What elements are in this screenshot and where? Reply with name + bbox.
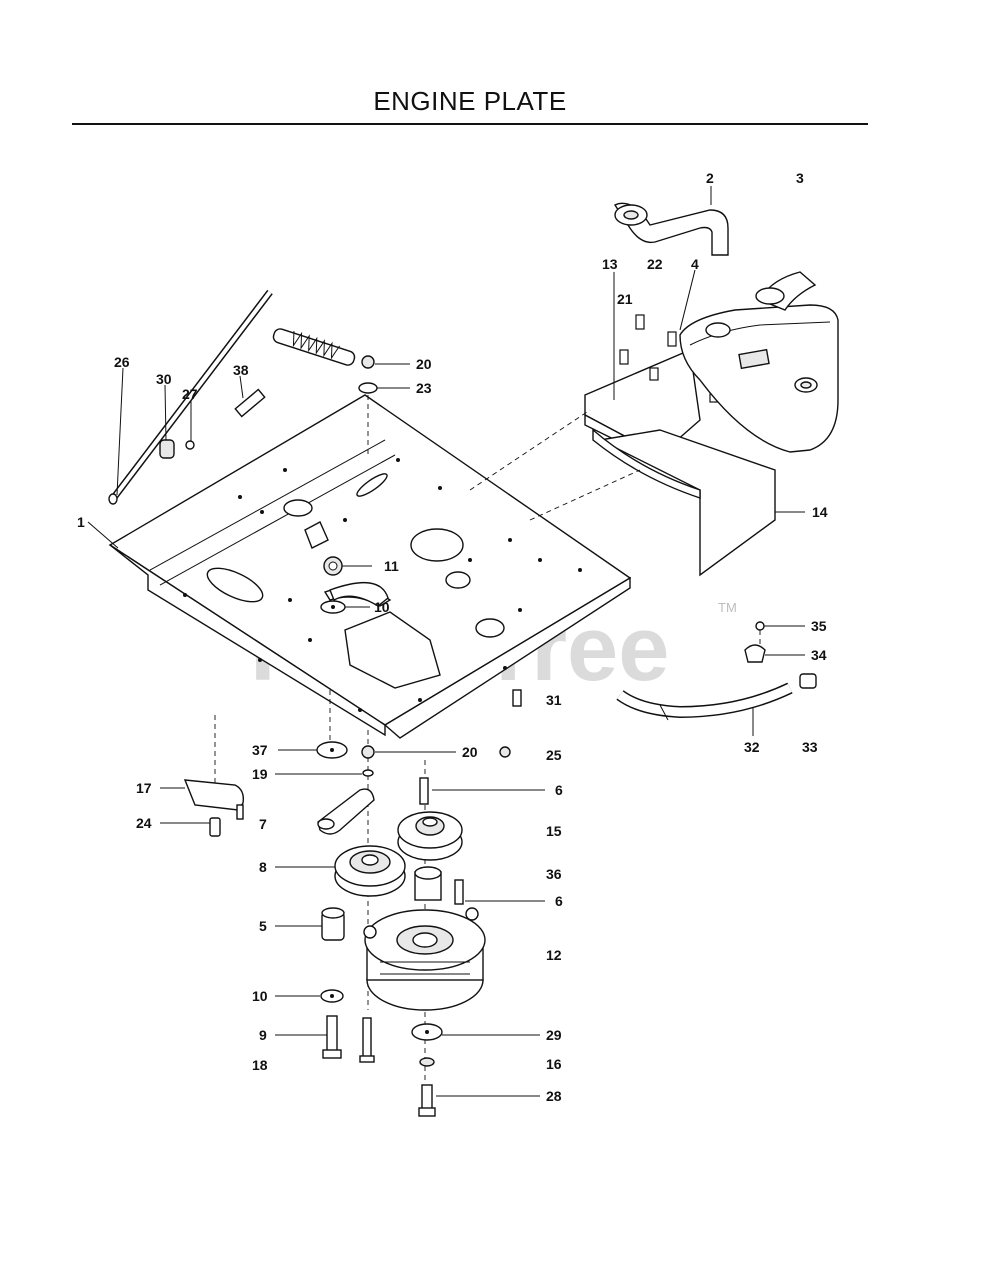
hose-fitting-33[interactable] xyxy=(799,673,817,689)
callout-33: 33 xyxy=(802,739,818,755)
callout-6-bottom: 6 xyxy=(555,893,563,909)
bolt-9[interactable] xyxy=(322,1015,342,1059)
washer-23[interactable] xyxy=(358,382,378,394)
shaft-38[interactable] xyxy=(234,388,266,418)
fuel-hose[interactable] xyxy=(616,682,793,721)
bolt-21a[interactable] xyxy=(635,314,645,330)
callout-12: 12 xyxy=(546,947,562,963)
idler-arm[interactable] xyxy=(329,581,389,607)
callout-11: 11 xyxy=(384,558,399,574)
callout-8: 8 xyxy=(259,859,267,875)
callout-24: 24 xyxy=(136,815,152,831)
nut-20-bottom[interactable] xyxy=(361,745,375,759)
washer-19[interactable] xyxy=(362,769,374,777)
callout-28: 28 xyxy=(546,1088,562,1104)
pivot-rod[interactable] xyxy=(108,289,273,505)
bolt-21b[interactable] xyxy=(619,349,629,365)
callout-23: 23 xyxy=(416,380,432,396)
callout-34: 34 xyxy=(811,647,827,663)
callout-6-top: 6 xyxy=(555,782,563,798)
screw-35[interactable] xyxy=(755,621,765,631)
callout-35: 35 xyxy=(811,618,827,634)
callout-38: 38 xyxy=(233,362,249,378)
callout-15: 15 xyxy=(546,823,562,839)
engine-plate[interactable] xyxy=(108,394,632,739)
pin-24[interactable] xyxy=(209,817,221,837)
pto-clutch-12[interactable] xyxy=(363,907,486,1011)
callout-30: 30 xyxy=(156,371,172,387)
bracket-17[interactable] xyxy=(183,779,245,820)
callout-25: 25 xyxy=(546,747,562,763)
callout-20-bottom: 20 xyxy=(462,744,478,760)
key-6-bottom[interactable] xyxy=(454,879,464,905)
callout-32: 32 xyxy=(744,739,760,755)
tension-spring[interactable] xyxy=(272,327,356,366)
callout-17: 17 xyxy=(136,780,152,796)
handle-knob[interactable] xyxy=(159,439,175,459)
bushing-36[interactable] xyxy=(414,866,442,901)
muffler-elbow[interactable] xyxy=(755,271,817,311)
callout-3: 3 xyxy=(796,170,804,186)
bolt-31[interactable] xyxy=(512,689,522,707)
callout-16: 16 xyxy=(546,1056,562,1072)
watermark-tm: TM xyxy=(718,600,737,615)
washer-29[interactable] xyxy=(411,1023,443,1041)
clamp-34[interactable] xyxy=(744,644,766,663)
callout-10-top: 10 xyxy=(374,599,390,615)
callout-18: 18 xyxy=(252,1057,268,1073)
page-title: ENGINE PLATE xyxy=(373,86,567,116)
spacer-5[interactable] xyxy=(321,907,345,941)
washer-10-top[interactable] xyxy=(320,600,346,614)
callout-9: 9 xyxy=(259,1027,267,1043)
callout-31: 31 xyxy=(546,692,562,708)
callout-2: 2 xyxy=(706,170,714,186)
callout-5: 5 xyxy=(259,918,267,934)
callout-21: 21 xyxy=(617,291,633,307)
nut-11[interactable] xyxy=(323,556,343,576)
callout-1: 1 xyxy=(77,514,85,530)
callout-29: 29 xyxy=(546,1027,562,1043)
callout-27: 27 xyxy=(182,386,198,402)
title-rule xyxy=(72,123,868,125)
callout-10-bottom: 10 xyxy=(252,988,268,1004)
nut-20-top[interactable] xyxy=(361,355,375,369)
bolt-21d[interactable] xyxy=(649,367,659,381)
callout-20-top: 20 xyxy=(416,356,432,372)
lockwasher-16[interactable] xyxy=(419,1057,435,1067)
callout-13: 13 xyxy=(602,256,618,272)
nut-25[interactable] xyxy=(499,746,511,758)
callout-22: 22 xyxy=(647,256,663,272)
washer-37[interactable] xyxy=(316,741,348,759)
muffler[interactable] xyxy=(679,304,839,453)
bolt-27[interactable] xyxy=(185,440,195,450)
exhaust-pipe[interactable] xyxy=(613,202,729,256)
bolt-28[interactable] xyxy=(418,1084,436,1117)
callout-4: 4 xyxy=(691,256,699,272)
bolt-21c[interactable] xyxy=(667,331,677,347)
callout-7: 7 xyxy=(259,816,267,832)
drive-pulley-15[interactable] xyxy=(397,811,463,861)
callout-26: 26 xyxy=(114,354,130,370)
washer-10-bottom[interactable] xyxy=(320,989,344,1003)
bolt-18[interactable] xyxy=(359,1017,375,1063)
callout-19: 19 xyxy=(252,766,268,782)
callout-37: 37 xyxy=(252,742,268,758)
idler-bracket-7[interactable] xyxy=(317,788,375,835)
idler-pulley-8[interactable] xyxy=(334,845,406,897)
callout-14: 14 xyxy=(812,504,828,520)
key-6-top[interactable] xyxy=(419,777,429,805)
callout-36: 36 xyxy=(546,866,562,882)
shield[interactable] xyxy=(592,428,776,577)
